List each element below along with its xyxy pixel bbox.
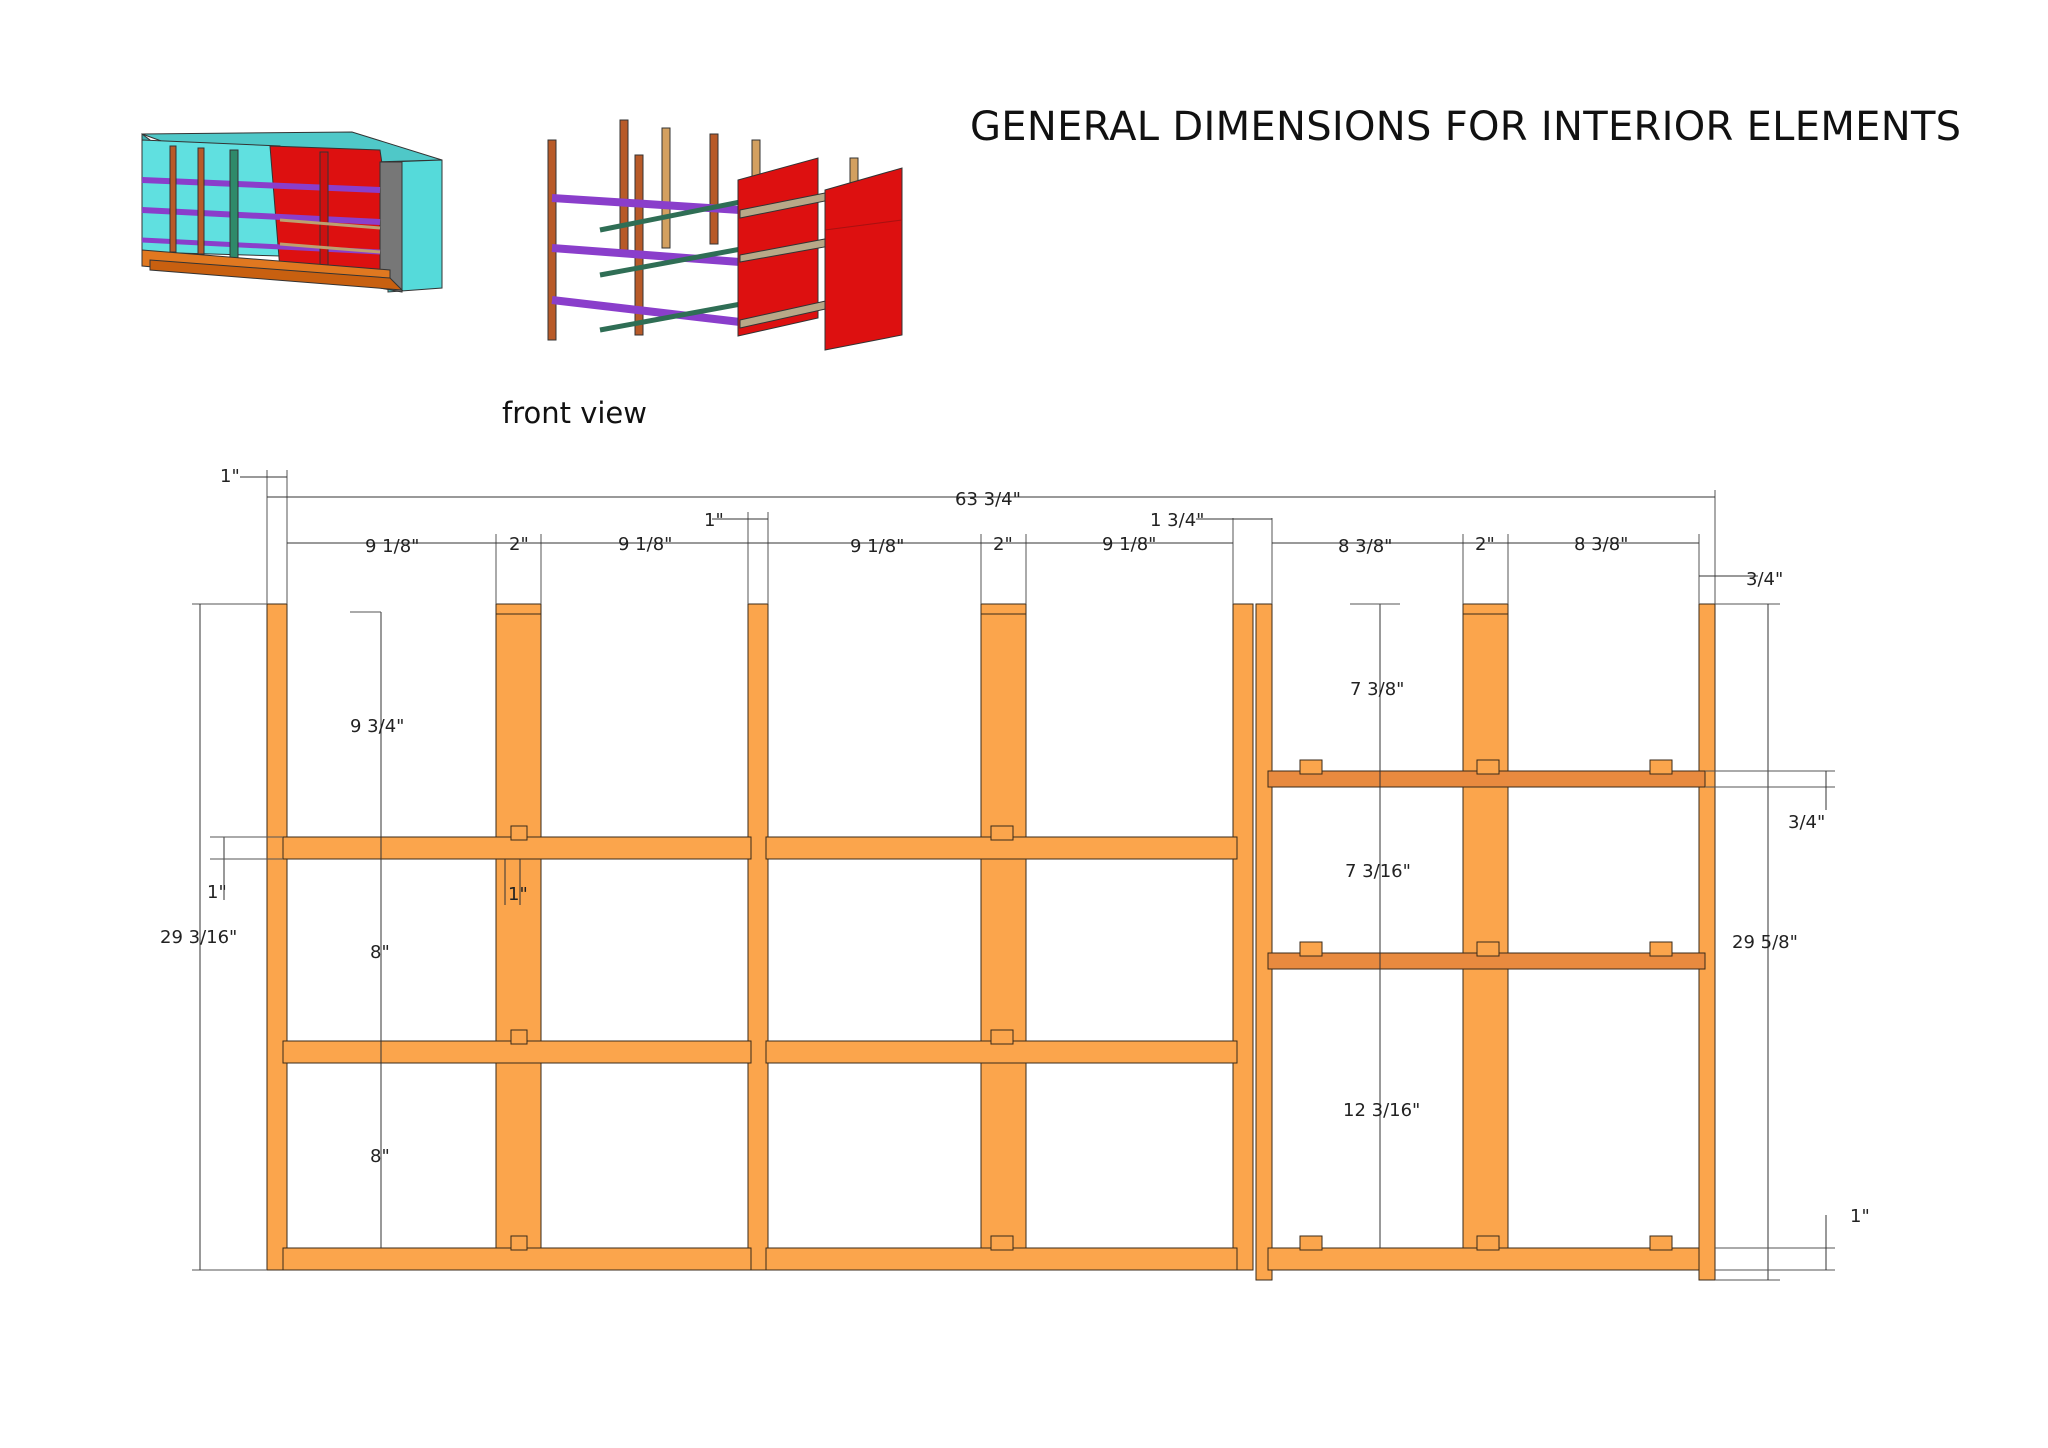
assembled-cabinet-thumbnail	[141, 131, 443, 293]
page-title: GENERAL DIMENSIONS FOR INTERIOR ELEMENTS	[970, 104, 1962, 150]
dim-left-height: 29 3/16"	[160, 927, 237, 948]
dim-bay-width-d: 9 1/8"	[1102, 534, 1156, 555]
dim-overall-width: 63 3/4"	[955, 489, 1021, 510]
dim-post-a: 2"	[509, 534, 529, 555]
dim-right-shelf-3: 12 3/16"	[1343, 1100, 1420, 1121]
left-section-frame	[266, 603, 1273, 1281]
dim-post-b: 2"	[993, 534, 1013, 555]
dim-right-shelf-2: 7 3/16"	[1345, 861, 1411, 882]
vertical-dimensions	[192, 603, 1835, 1281]
dim-left-shelf-3: 8"	[370, 1146, 390, 1167]
dim-right-height: 29 5/8"	[1732, 932, 1798, 953]
right-section-frame	[1267, 603, 1716, 1281]
front-view-label: front view	[502, 396, 647, 430]
frame-structure-thumbnail	[547, 119, 903, 351]
dim-right-bay-a: 8 3/8"	[1338, 536, 1392, 557]
dimension-labels: 1" 63 3/4" 1" 1 3/4" 9 1/8" 2" 9 1/8" 9 …	[160, 466, 1870, 1227]
dim-top-left-edge: 1"	[220, 466, 240, 487]
dim-right-shelf-thickness: 3/4"	[1788, 812, 1825, 833]
dim-notch: 1"	[508, 884, 528, 905]
dim-left-shelf-1: 9 3/4"	[350, 716, 404, 737]
dim-bay-width-a: 9 1/8"	[365, 536, 419, 557]
dim-right-edge: 3/4"	[1746, 569, 1783, 590]
dim-bay-width-b: 9 1/8"	[618, 534, 672, 555]
dim-bay-width-c: 9 1/8"	[850, 536, 904, 557]
dim-post-c: 2"	[1475, 534, 1495, 555]
horizontal-dimensions	[240, 470, 1758, 604]
dim-right-gap: 1 3/4"	[1150, 510, 1204, 531]
dim-right-shelf-1: 7 3/8"	[1350, 679, 1404, 700]
dim-left-offset: 1"	[207, 882, 227, 903]
dim-mid-gap: 1"	[704, 510, 724, 531]
dim-right-bottom: 1"	[1850, 1206, 1870, 1227]
dim-left-shelf-2: 8"	[370, 942, 390, 963]
dim-right-bay-b: 8 3/8"	[1574, 534, 1628, 555]
